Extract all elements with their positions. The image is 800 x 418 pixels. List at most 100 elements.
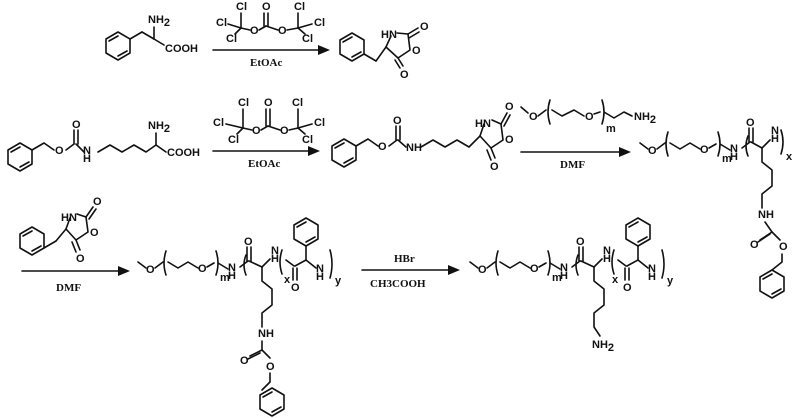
bracket [661,249,665,279]
bond [520,106,529,114]
bond [267,125,281,131]
o-label: O [266,361,275,373]
o-label: O [505,101,514,113]
o-label: O [478,264,487,276]
benzene-ring [293,217,319,247]
bond [500,112,508,125]
bond [351,51,362,58]
x-label: x [612,274,619,286]
bond [153,38,165,46]
bond [108,35,119,42]
bond [265,25,279,31]
o-label: O [393,115,402,127]
bond [225,123,244,129]
bracket [611,249,615,275]
bond [503,114,511,127]
z-lysine: O O HN NH2 COOH [7,119,200,172]
nh-label: HN [228,262,236,282]
bond [129,31,143,40]
bond [708,143,717,149]
bond [19,161,30,168]
bracket [495,250,499,276]
o-label: O [55,145,64,157]
bracket [745,135,749,157]
m-label: m [606,123,616,135]
bond [771,231,781,241]
bond [375,46,387,62]
bond [637,236,648,243]
chain [355,138,379,147]
side-chain [593,266,605,337]
o-label: O [585,111,594,123]
bond [656,142,666,150]
bond [469,261,479,269]
nh-label: NH [758,209,774,221]
bond [227,23,242,29]
hn-label: HN [61,212,77,224]
cl-label: Cl [314,117,325,129]
nca-ring [65,216,89,241]
nh-label: HN [560,262,568,282]
bond [305,259,317,269]
chain [549,262,561,270]
o-label: O [576,236,585,248]
nh-label: NH [258,328,274,340]
bond [741,141,751,149]
bond [285,259,295,267]
chain [719,143,731,151]
arrow-head [448,265,460,275]
bond [10,146,21,153]
o-label: O [623,282,632,294]
chain [551,109,585,117]
bond [288,127,299,131]
step-2-solvent: EtOAc [248,158,281,170]
bond [363,53,377,62]
cl-label: Cl [228,134,239,146]
bond [297,27,306,35]
amine-label: NH2 [148,14,170,29]
bond [396,32,409,35]
bracket [665,131,669,157]
bond [297,123,313,129]
cl-label: Cl [238,97,249,109]
bond [764,221,773,233]
bond [394,59,401,69]
cl-label: Cl [292,97,303,109]
bracket [279,249,283,275]
bond [155,144,167,153]
benzene-ring [759,269,785,299]
o-label: O [412,45,421,57]
step-4-solvent: DMF [56,282,81,294]
cl-label: Cl [302,33,313,45]
o-label: O [146,264,155,276]
bond [55,228,67,242]
bracket [329,249,333,279]
nh-label: HN [730,143,738,163]
o-label: O [529,111,538,123]
bond [628,221,639,228]
chain [261,372,271,391]
mpeg-nh2: O O m NH2 [520,99,656,135]
m-label: m [722,153,732,165]
bond [750,141,763,149]
x-label: x [786,151,793,163]
bond [626,259,639,267]
o-label: O [505,134,514,146]
o-label: O [490,161,499,173]
bond [234,27,242,35]
arrow-step-3: DMF [520,147,631,171]
o-label: O [240,355,249,367]
bond [305,236,316,243]
bond [486,149,492,161]
bond [240,27,251,31]
bond [260,125,269,131]
m-label: m [220,272,230,284]
o-label: O [378,141,387,153]
bond [88,208,97,220]
o-label: O [72,119,81,131]
o-label: O [198,263,207,275]
